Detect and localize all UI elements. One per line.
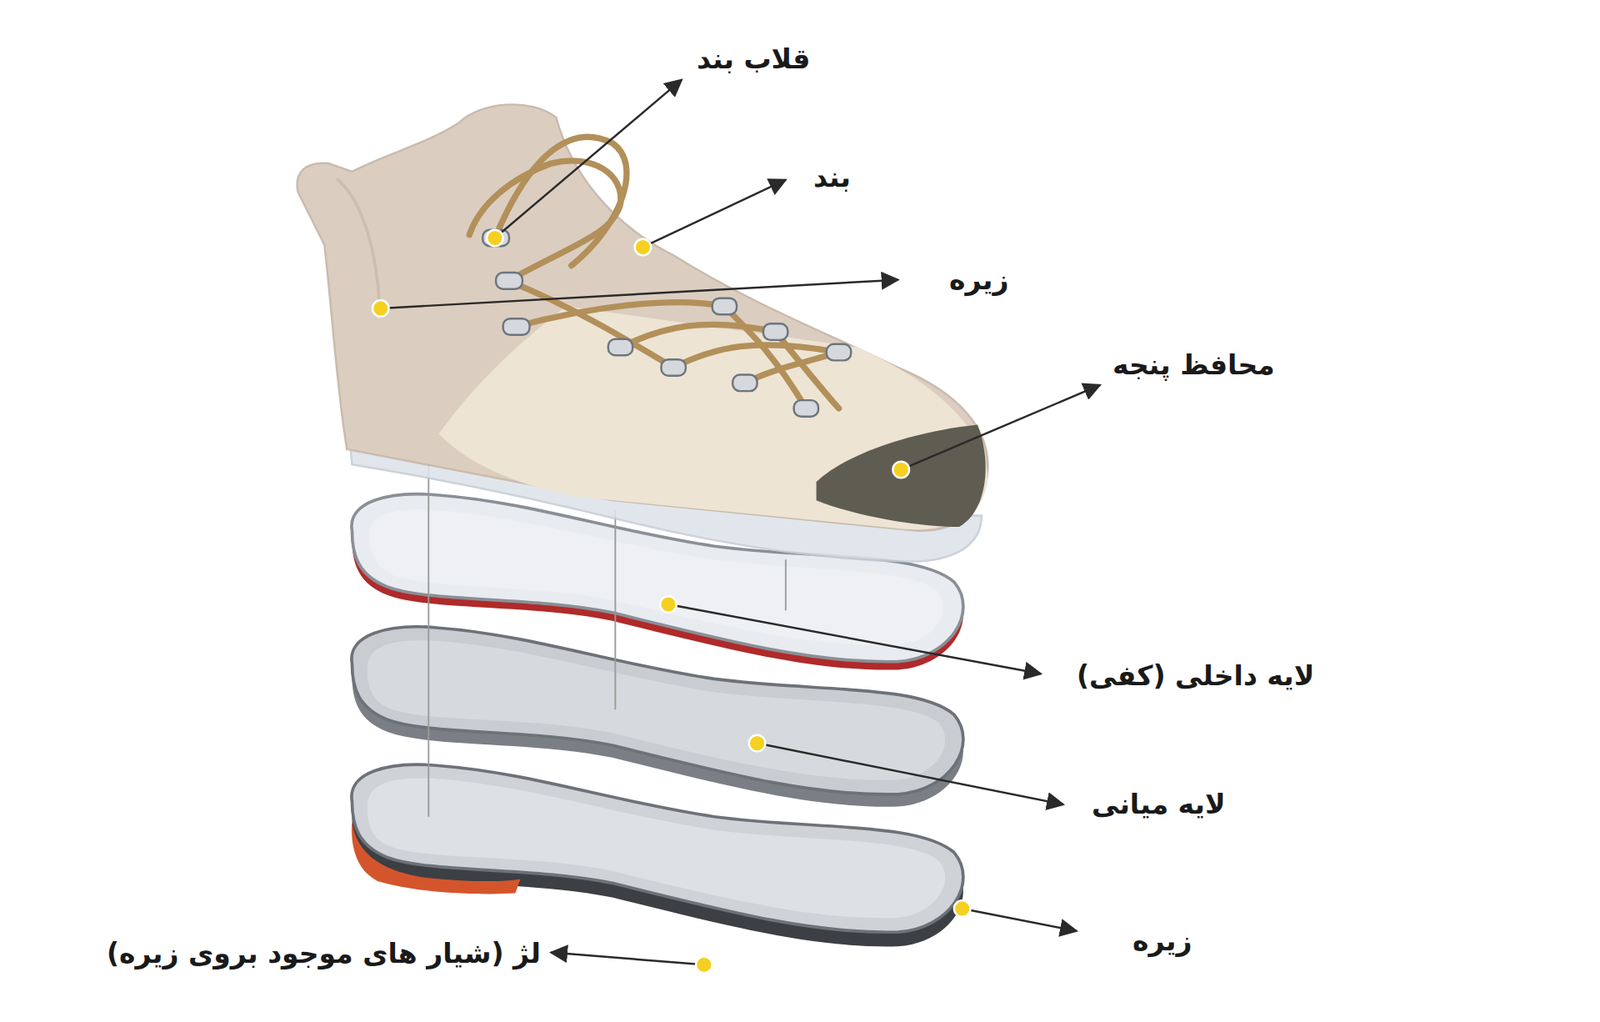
lace: [469, 136, 839, 409]
part-label: زیره: [1132, 922, 1192, 960]
part-label: محافظ پنجه: [1112, 346, 1275, 384]
boot-upper: [297, 104, 989, 561]
part-label: لژ (شیار های موجود بروی زیره): [106, 935, 541, 972]
part-label: زیره: [949, 261, 1009, 299]
part-label: لایه میانی: [1091, 785, 1226, 823]
callout-dot: [372, 230, 971, 973]
part-label: قلاب بند: [696, 40, 810, 78]
part-label: لایه داخلی (کفی): [1076, 657, 1315, 695]
part-label: بند: [813, 159, 851, 196]
leader-line: [380, 80, 1100, 965]
eyelet: [482, 230, 851, 417]
